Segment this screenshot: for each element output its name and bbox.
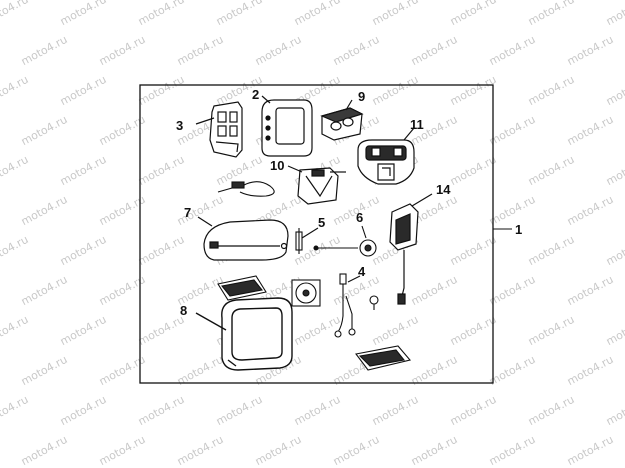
part-8-large-case — [195, 297, 293, 371]
callout-14: 14 — [436, 182, 451, 197]
callout-11: 11 — [410, 117, 424, 132]
part-3-mount-bracket — [195, 101, 243, 158]
part-2-gps-unit — [261, 95, 313, 157]
manual-sheet-bottom — [355, 345, 412, 371]
callout-3: 3 — [176, 118, 183, 133]
callout-9: 9 — [358, 89, 365, 104]
part-11-holster — [357, 127, 415, 185]
part-4-wiring — [334, 273, 379, 338]
software-cd — [291, 279, 321, 307]
part-14-charger — [389, 193, 433, 305]
part-9-carry-case — [320, 99, 364, 141]
callout-1: 1 — [515, 222, 522, 237]
callout-6: 6 — [356, 210, 363, 225]
manual-sheet-top — [217, 275, 267, 301]
power-cable — [217, 181, 275, 197]
callout-5: 5 — [318, 215, 325, 230]
part-5-connector — [295, 227, 319, 254]
part-6-cable-ring — [313, 225, 377, 257]
callout-10: 10 — [270, 158, 284, 173]
assembly-frame — [139, 84, 494, 384]
callout-8: 8 — [180, 303, 187, 318]
callout-7: 7 — [184, 205, 191, 220]
callout-2: 2 — [252, 87, 259, 102]
part-10-handlebar-clamp — [287, 165, 346, 205]
callout-4: 4 — [358, 264, 366, 279]
part-7-soft-case — [197, 216, 289, 261]
